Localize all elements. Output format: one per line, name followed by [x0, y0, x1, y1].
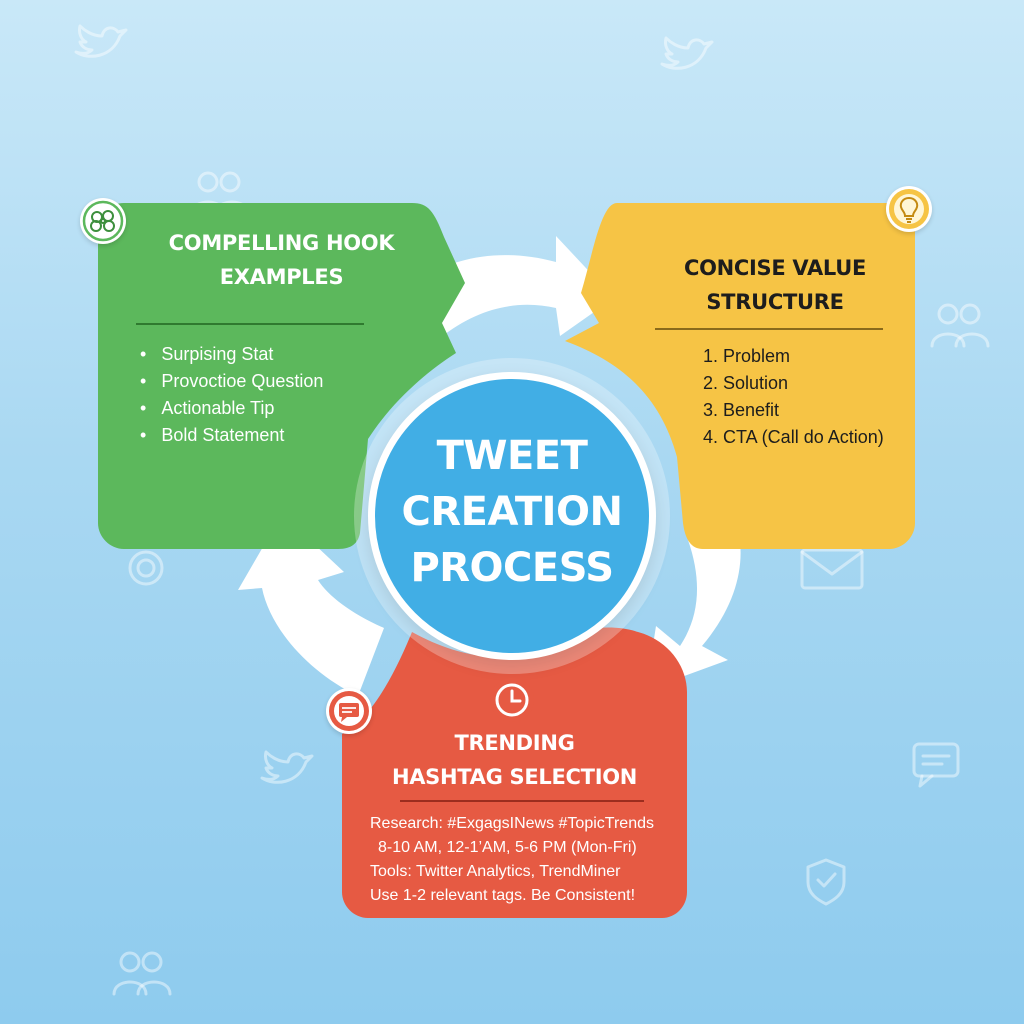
list-item: 2. Solution: [703, 373, 789, 393]
value-card-shape: [565, 203, 915, 549]
chat-bubble-icon: [912, 742, 960, 788]
arrow-right-down: [646, 530, 741, 690]
brain-icon: [80, 198, 126, 244]
hashtag-card-shape: [342, 627, 687, 918]
center-title-line: TWEET: [436, 433, 588, 479]
clock-icon: [490, 678, 534, 722]
list-item: • Surpising Stat: [140, 344, 274, 364]
lightbulb-icon: [886, 186, 932, 232]
shield-icon: [806, 858, 846, 906]
center-title-line: PROCESS: [410, 545, 614, 591]
center-title-circle: TWEET CREATION PROCESS: [368, 372, 656, 660]
target-icon: [128, 550, 164, 586]
value-card-divider: [655, 328, 883, 330]
value-card-title: CONCISE VALUE STRUCTURE: [683, 256, 867, 314]
hook-card-divider: [136, 323, 364, 325]
value-card-list: 1. Problem 2. Solution 3. Benefit 4. CTA…: [703, 343, 884, 451]
chat-bubble-icon: [326, 688, 372, 734]
list-item: 3. Benefit: [703, 400, 780, 420]
bird-icon: [660, 36, 714, 70]
hook-card-shape: [98, 203, 465, 549]
list-item: 8-10 AM, 12-1’AM, 5-6 PM (Mon-Fri): [378, 839, 637, 856]
users-icon: [112, 951, 172, 996]
hook-card-list: • Surpising Stat • Provoctioe Question •…: [140, 341, 323, 449]
hashtag-card-list: Research: #ExgagsINews #TopicTrends 8-10…: [370, 812, 654, 908]
bird-icon: [260, 750, 314, 784]
list-item: Tools: Twitter Analytics, TrendMiner: [370, 863, 621, 880]
users-icon: [930, 303, 990, 348]
hook-card: COMPELLING HOOK EXAMPLES • Surpising Sta…: [98, 203, 465, 549]
list-item: Use 1-2 relevant tags. Be Consistent!: [370, 887, 636, 904]
list-item: • Actionable Tip: [140, 398, 275, 418]
hashtag-card-title: TRENDING HASHTAG SELECTION: [391, 731, 638, 789]
list-item: • Provoctioe Question: [140, 371, 324, 391]
bird-icon: [74, 24, 128, 58]
list-item: 4. CTA (Call do Action): [703, 427, 884, 447]
hook-card-title: COMPELLING HOOK EXAMPLES: [168, 231, 395, 289]
value-card: CONCISE VALUE STRUCTURE 1. Problem 2. So…: [565, 203, 915, 549]
list-item: • Bold Statement: [140, 425, 285, 445]
arrow-left-up: [238, 514, 384, 696]
hashtag-card: TRENDING HASHTAG SELECTION Research: #Ex…: [342, 626, 687, 918]
list-item: Research: #ExgagsINews #TopicTrends: [370, 815, 654, 832]
hashtag-card-divider: [400, 800, 644, 802]
list-item: 1. Problem: [703, 346, 791, 366]
center-title-line: CREATION: [401, 489, 623, 535]
arrow-top-right: [418, 236, 614, 338]
envelope-icon: [800, 548, 864, 590]
